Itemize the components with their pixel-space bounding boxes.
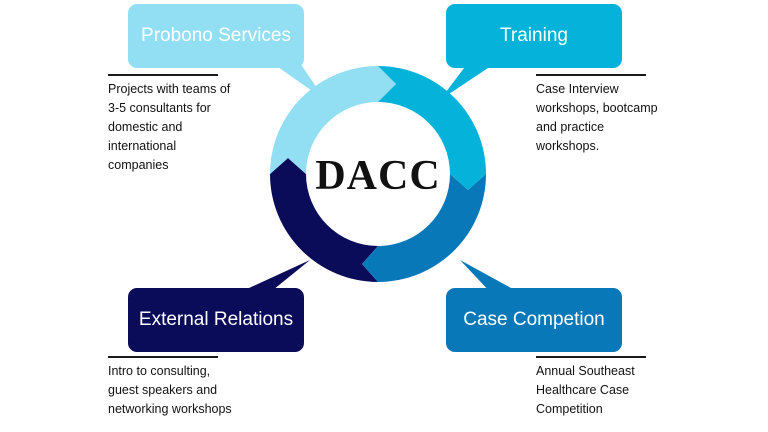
external-relations-divider bbox=[108, 356, 218, 358]
case-competition-ring-segment bbox=[362, 174, 486, 282]
probono-divider bbox=[108, 74, 218, 76]
case-competition-title: Case Competion bbox=[463, 309, 605, 330]
case-competition-description: Annual Southeast Healthcare Case Competi… bbox=[536, 364, 635, 416]
external-relations-ring-segment bbox=[270, 158, 378, 282]
center-title: DACC bbox=[315, 153, 441, 199]
case-competition-divider bbox=[536, 356, 646, 358]
training-description: Case Interview workshops, bootcamp and p… bbox=[536, 82, 658, 153]
external-relations-callout-pointer bbox=[236, 260, 310, 294]
training-callout-pointer bbox=[440, 60, 500, 100]
case-competition-callout-pointer bbox=[460, 260, 522, 294]
external-relations-box: External Relations bbox=[128, 288, 304, 352]
probono-description: Projects with teams of 3-5 consultants f… bbox=[108, 82, 231, 172]
external-relations-description: Intro to consulting, guest speakers and … bbox=[108, 364, 232, 416]
probono-ring-segment bbox=[270, 66, 396, 174]
external-relations-title: External Relations bbox=[138, 309, 294, 330]
training-divider bbox=[536, 74, 646, 76]
case-competition-box: Case Competion bbox=[446, 288, 622, 352]
training-title: Training bbox=[500, 25, 568, 46]
training-ring-segment bbox=[378, 66, 486, 190]
probono-services-title: Probono Services bbox=[141, 25, 291, 46]
training-box: Training bbox=[446, 4, 622, 68]
probono-services-box: Probono Services bbox=[128, 4, 304, 68]
